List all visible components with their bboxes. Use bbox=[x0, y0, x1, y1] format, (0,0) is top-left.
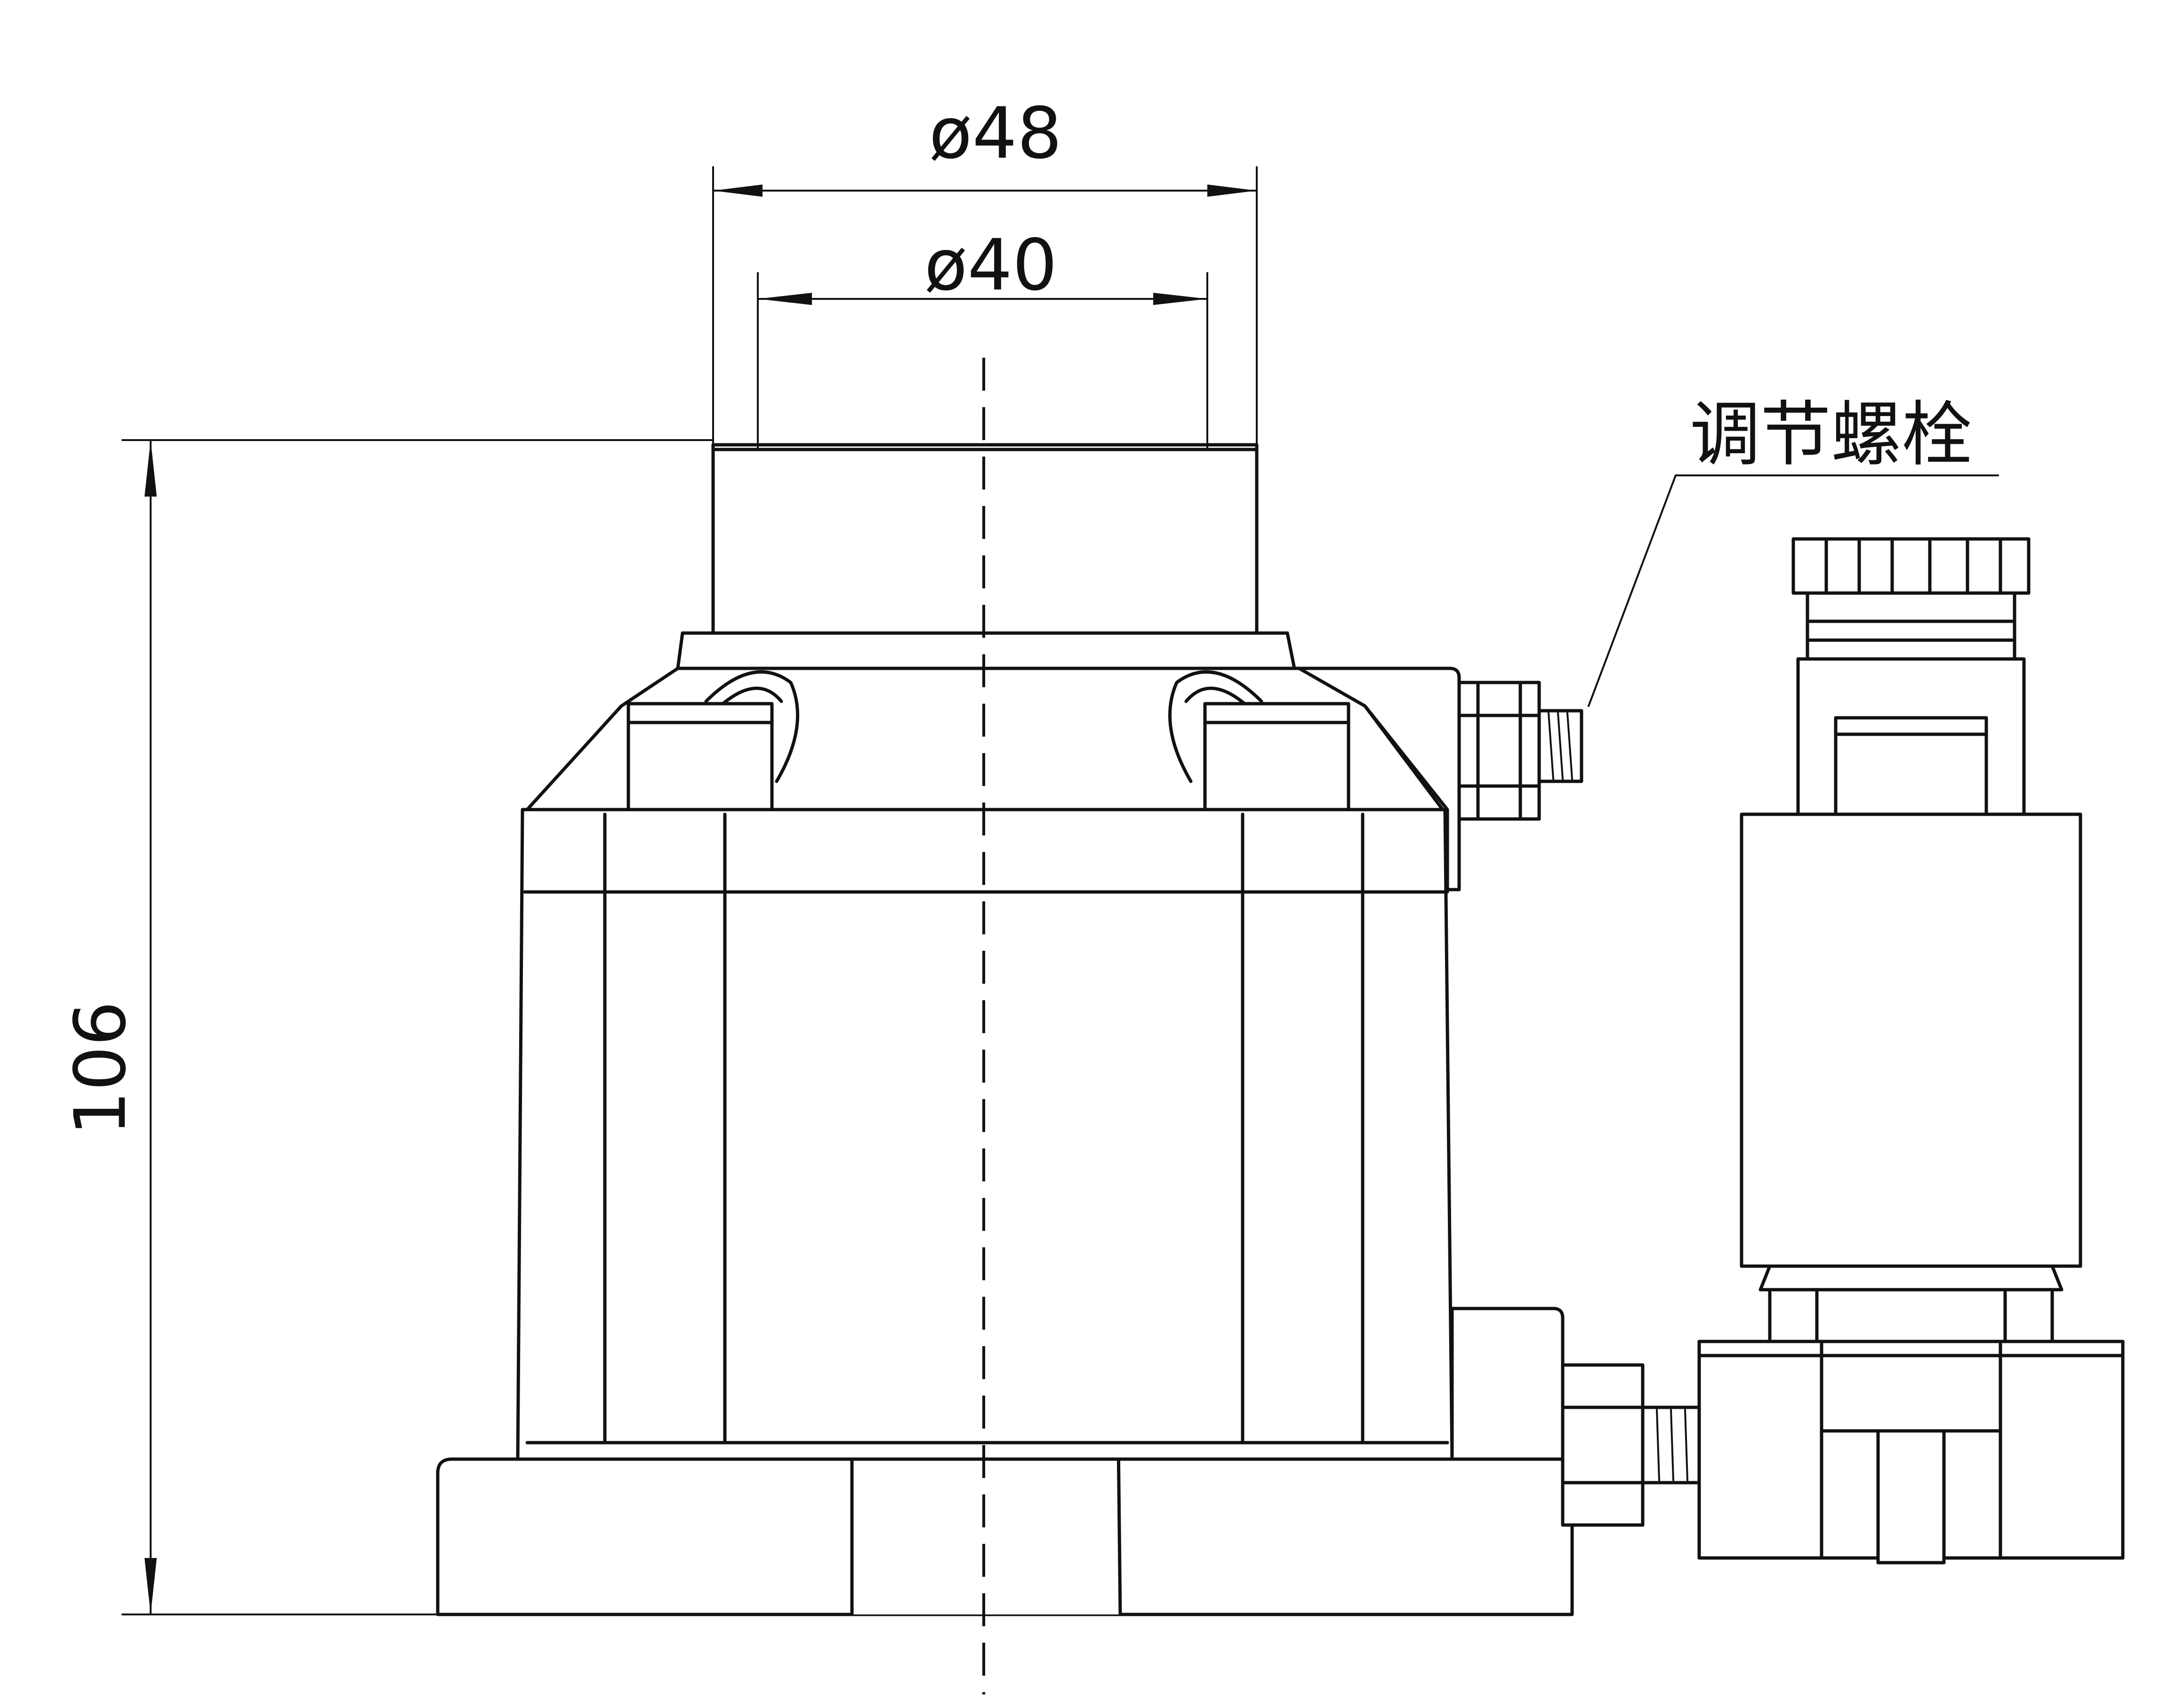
adjusting-bolt-label: 调节螺栓 bbox=[1690, 394, 1972, 476]
callout-adjusting-bolt: 调节螺栓 bbox=[1588, 394, 1999, 707]
outer-diameter-label: ø48 bbox=[929, 93, 1062, 175]
dim-height: 106 bbox=[60, 439, 714, 1615]
clamp-right bbox=[1168, 670, 1350, 811]
inner-diameter-label: ø40 bbox=[924, 225, 1058, 306]
adjusting-bolt bbox=[1457, 681, 1583, 821]
dim-outer-diameter: ø48 bbox=[712, 93, 1258, 446]
side-view bbox=[1697, 537, 2125, 1565]
height-label: 106 bbox=[60, 1001, 142, 1136]
bottom-fitting bbox=[1450, 1307, 1701, 1527]
dim-inner-diameter: ø40 bbox=[757, 225, 1208, 450]
clamp-left bbox=[626, 670, 800, 811]
